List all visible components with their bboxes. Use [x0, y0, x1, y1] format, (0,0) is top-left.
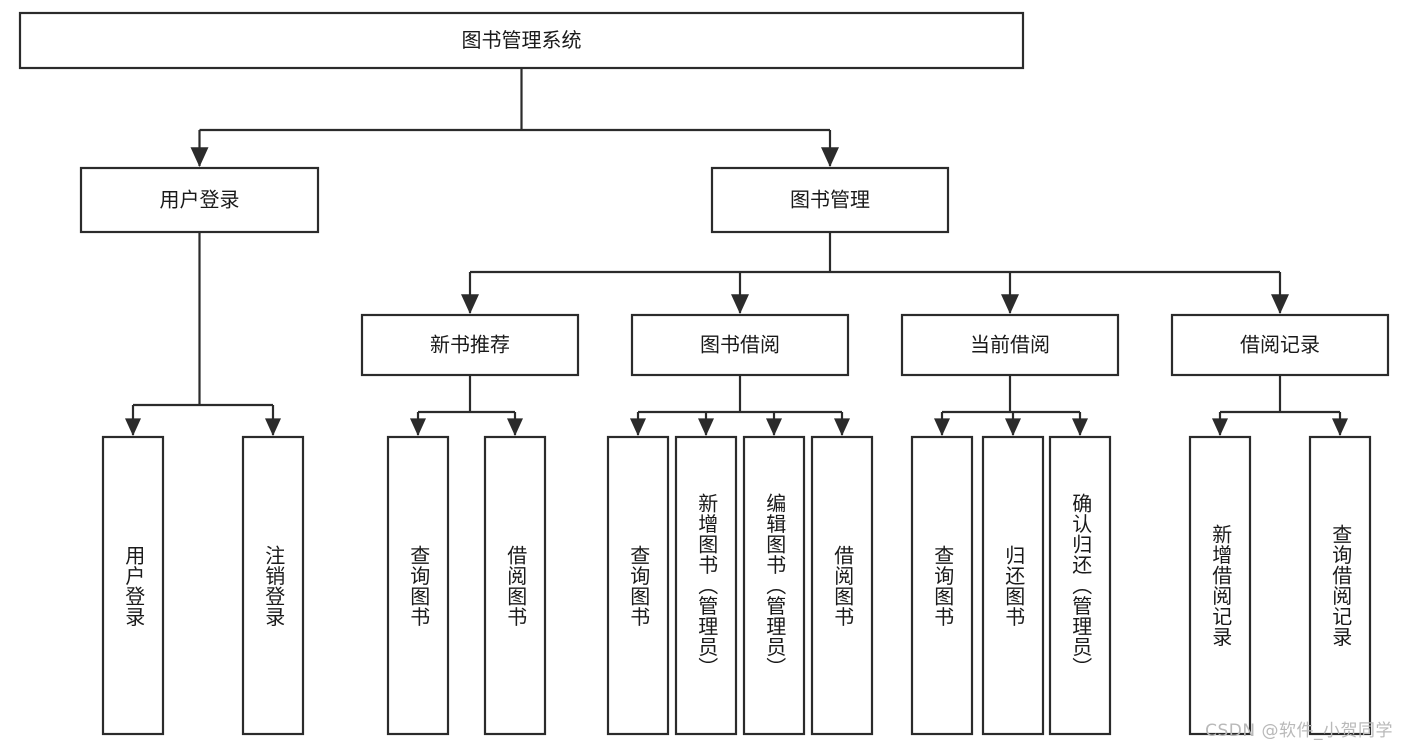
arrow-head-icon — [125, 418, 141, 436]
arrow-head-icon — [1212, 418, 1228, 436]
node-box-leaf-logout[interactable] — [241, 435, 305, 736]
node-box-new-book-recommend[interactable] — [360, 313, 580, 377]
node-box-leaf-query-book-bb[interactable] — [606, 435, 670, 736]
watermark-text: CSDN @软件_小贺同学 — [1205, 721, 1393, 741]
arrow-head-icon — [630, 418, 646, 436]
arrow-head-icon — [766, 418, 782, 436]
node-box-root[interactable] — [18, 11, 1025, 70]
node-box-book-borrow[interactable] — [630, 313, 850, 377]
arrow-head-icon — [190, 147, 209, 167]
node-box-leaf-query-book-nb[interactable] — [386, 435, 450, 736]
arrow-head-icon — [1271, 294, 1289, 314]
node-box-leaf-add-book[interactable] — [674, 435, 738, 736]
node-label-current-borrow: 当前借阅 — [970, 333, 1050, 357]
arrow-head-icon — [507, 418, 523, 436]
node-box-leaf-borrow-book-bb[interactable] — [810, 435, 874, 736]
arrow-head-icon — [1072, 418, 1088, 436]
node-label-borrow-record: 借阅记录 — [1240, 333, 1320, 357]
node-label-book-manage: 图书管理 — [790, 188, 870, 212]
node-box-leaf-query-book-cb[interactable] — [910, 435, 974, 736]
arrow-head-icon — [1332, 418, 1348, 436]
node-box-user-login[interactable] — [79, 166, 320, 234]
arrow-head-icon — [265, 418, 281, 436]
node-label-new-book-recommend: 新书推荐 — [430, 333, 510, 357]
node-box-leaf-query-record[interactable] — [1308, 435, 1372, 736]
node-box-leaf-user-login[interactable] — [101, 435, 165, 736]
arrow-head-icon — [834, 418, 850, 436]
node-box-current-borrow[interactable] — [900, 313, 1120, 377]
node-label-user-login: 用户登录 — [160, 188, 240, 212]
node-box-leaf-add-record[interactable] — [1188, 435, 1252, 736]
arrow-head-icon — [731, 294, 749, 314]
node-box-leaf-edit-book[interactable] — [742, 435, 806, 736]
node-box-borrow-record[interactable] — [1170, 313, 1390, 377]
arrow-head-icon — [1005, 418, 1021, 436]
arrow-head-icon — [934, 418, 950, 436]
arrow-head-icon — [698, 418, 714, 436]
connector-lines — [125, 68, 1348, 436]
arrow-head-icon — [410, 418, 426, 436]
node-box-leaf-confirm-return[interactable] — [1048, 435, 1112, 736]
node-box-leaf-borrow-book-nb[interactable] — [483, 435, 547, 736]
arrow-head-icon — [461, 294, 479, 314]
node-label-book-borrow: 图书借阅 — [700, 333, 780, 357]
node-box-leaf-return-book[interactable] — [981, 435, 1045, 736]
node-boxes — [18, 11, 1390, 736]
node-label-root: 图书管理系统 — [462, 28, 582, 52]
arrow-head-icon — [821, 147, 839, 167]
node-box-book-manage[interactable] — [710, 166, 950, 234]
arrow-head-icon — [1001, 294, 1019, 314]
